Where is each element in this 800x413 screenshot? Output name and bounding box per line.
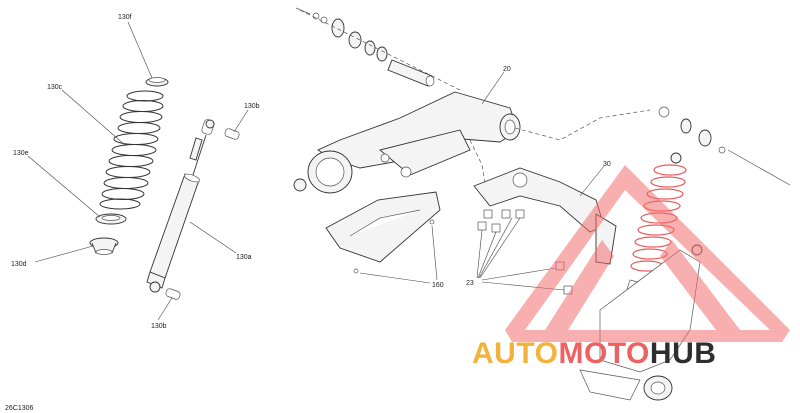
watermark-part-auto: AUTO (472, 337, 558, 370)
axle-hardware-top (295, 7, 435, 87)
bushing-bottom-part (165, 288, 181, 300)
callout-130f: 130f (118, 14, 132, 21)
right-hardware (658, 106, 791, 186)
swing-arm-part (293, 91, 521, 194)
callout-30: 30 (603, 161, 611, 168)
callout-130e: 130e (13, 150, 29, 157)
callout-130d: 130d (11, 261, 27, 268)
callout-20: 20 (503, 66, 511, 73)
spring-stopper-top-part (145, 77, 169, 87)
callout-160: 160 (432, 282, 444, 289)
watermark-brand: AUTOMOTOHUB (472, 337, 716, 370)
left-leader-lines (27, 21, 249, 321)
watermark-logo (505, 165, 790, 342)
guard-part (325, 191, 441, 274)
leader-30 (579, 165, 605, 197)
watermark-part-hub: HUB (650, 337, 717, 370)
diagram-id: 26C1306 (5, 405, 34, 412)
watermark-part-moto: MOTO (558, 337, 649, 370)
shock-absorber-part (146, 119, 215, 293)
callout-130a: 130a (236, 254, 252, 261)
bushing-top-part (224, 128, 240, 140)
coil-spring-part (99, 90, 164, 210)
swing-arm-axis (514, 109, 651, 141)
spring-cup-part (89, 237, 119, 255)
axle-centerline-top (299, 9, 461, 91)
leader-160-b (359, 272, 431, 284)
callout-130b-bottom: 130b (151, 323, 167, 330)
leader-160-a (431, 225, 438, 281)
spring-seat-part (95, 213, 127, 225)
callout-130b-top: 130b (244, 103, 260, 110)
leader-20 (481, 71, 505, 105)
callout-130c: 130c (47, 84, 63, 91)
callout-23: 23 (466, 280, 474, 287)
